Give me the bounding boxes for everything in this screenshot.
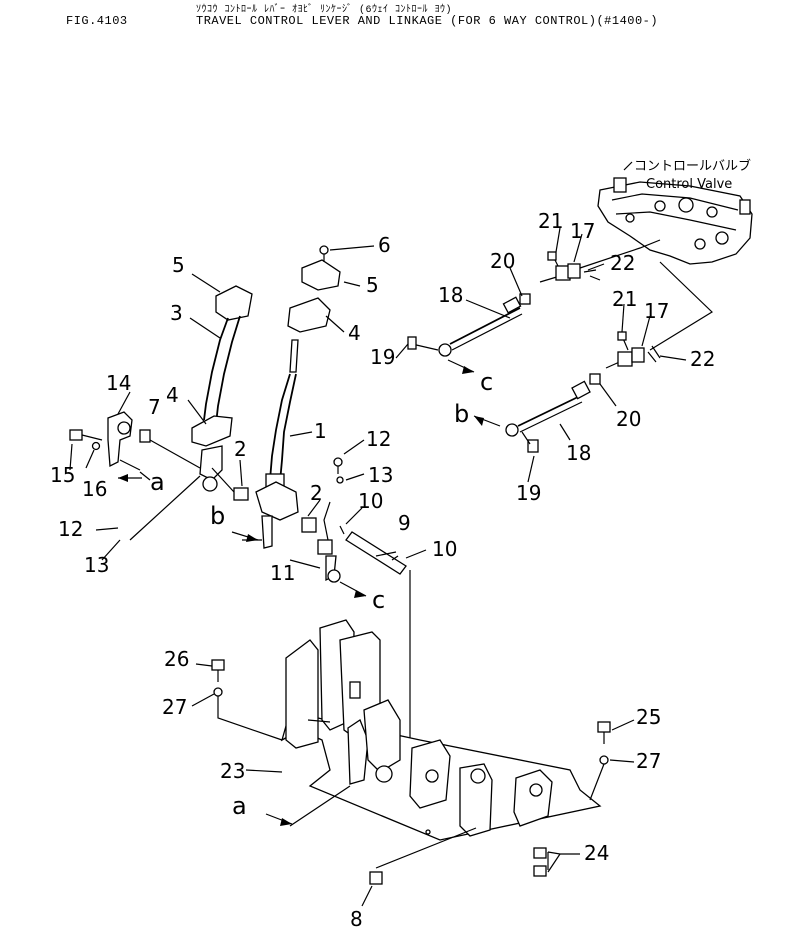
part-label-22-lower: 22 (690, 347, 715, 371)
part-label-27-left: 27 (162, 695, 187, 719)
part-label-14: 14 (106, 371, 131, 395)
ref-label-b-right: b (454, 400, 469, 428)
ref-label-a-lower: a (232, 792, 247, 820)
part-label-26: 26 (164, 647, 189, 671)
part-label-2-left: 2 (234, 437, 247, 461)
japanese-title: ｿｳｺｳ ｺﾝﾄﾛｰﾙ ﾚﾊﾞｰ ｵﾖﾋﾞ ﾘﾝｹｰｼﾞ (6ｳｪｲ ｺﾝﾄﾛｰ… (196, 5, 453, 16)
linkage-upper (407, 239, 661, 357)
part-label-1: 1 (314, 419, 327, 443)
left-travel-lever (69, 285, 253, 492)
part-label-5-left: 5 (172, 253, 185, 277)
part-label-24: 24 (584, 841, 609, 865)
part-label-11: 11 (270, 561, 295, 585)
figure-title: TRAVEL CONTROL LEVER AND LINKAGE (FOR 6 … (196, 14, 659, 28)
part-label-10-upper: 10 (358, 489, 383, 513)
leader-lines (129, 475, 605, 870)
part-label-21-upper: 21 (538, 209, 563, 233)
part-label-18-lower: 18 (566, 441, 591, 465)
part-number-labels: 5 3 4 14 7 15 16 12 13 2 6 5 4 1 12 13 2… (50, 209, 715, 931)
part-label-25: 25 (636, 705, 661, 729)
part-label-19-lower: 19 (516, 481, 541, 505)
part-label-8: 8 (350, 907, 363, 931)
part-label-20-lower: 20 (616, 407, 641, 431)
ref-label-a-upper: a (150, 468, 165, 496)
ref-label-b-left: b (210, 502, 225, 530)
figure-number: FIG.4103 (66, 14, 128, 28)
ref-label-c-upper: c (480, 368, 493, 396)
part-label-27-right: 27 (636, 749, 661, 773)
part-label-15: 15 (50, 463, 75, 487)
part-label-4-right: 4 (348, 321, 361, 345)
part-label-10-lower: 10 (432, 537, 457, 561)
part-label-3: 3 (170, 301, 183, 325)
part-label-22-upper: 22 (610, 251, 635, 275)
part-label-19-upper: 19 (370, 345, 395, 369)
part-label-17-upper: 17 (570, 219, 595, 243)
part-label-12-right: 12 (366, 427, 391, 451)
part-label-13-right: 13 (368, 463, 393, 487)
part-label-16: 16 (82, 477, 107, 501)
right-travel-lever (211, 245, 341, 549)
control-valve-label-jp: コントロールバルブ (634, 158, 751, 174)
callout-lines (69, 227, 687, 907)
part-label-12-left: 12 (58, 517, 83, 541)
part-label-13-left: 13 (84, 553, 109, 577)
part-label-17-lower: 17 (644, 299, 669, 323)
linkage-lower (505, 261, 713, 453)
control-valve-label-en: Control Valve (646, 177, 732, 192)
shaft-assembly (317, 457, 411, 770)
part-label-4-left: 4 (166, 383, 179, 407)
reference-arrows (118, 359, 501, 826)
part-label-21-lower: 21 (612, 287, 637, 311)
part-label-9: 9 (398, 511, 411, 535)
part-label-20-upper: 20 (490, 249, 515, 273)
control-valve (597, 161, 753, 265)
part-label-23: 23 (220, 759, 245, 783)
part-label-5-right: 5 (366, 273, 379, 297)
part-label-18-upper: 18 (438, 283, 463, 307)
part-label-7: 7 (148, 395, 161, 419)
ref-label-c-lower: c (372, 586, 385, 614)
part-label-6: 6 (378, 233, 391, 257)
base-bracket (280, 619, 602, 841)
part-label-2-right: 2 (310, 481, 323, 505)
